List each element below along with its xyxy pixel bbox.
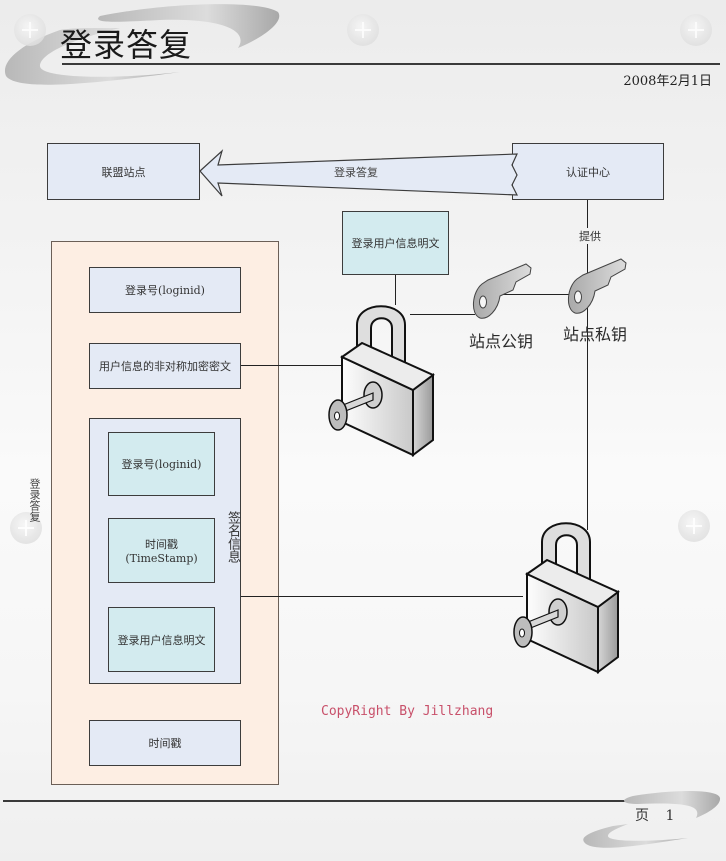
private-key-icon xyxy=(568,258,627,314)
decorative-plus-icon xyxy=(14,14,46,46)
plaintext-label: 登录用户信息明文 xyxy=(351,237,440,250)
connector-line xyxy=(503,294,581,296)
footer-rule xyxy=(3,800,683,802)
arrow-label: 登录答复 xyxy=(334,166,378,179)
signature-plaintext-label: 登录用户信息明文 xyxy=(117,633,206,647)
login-id-box: 登录号(loginid) xyxy=(89,267,241,313)
public-key-icon xyxy=(473,263,532,319)
timestamp-box: 时间戳 xyxy=(89,720,241,766)
page-title: 登录答复 xyxy=(60,26,193,64)
auth-center-box: 认证中心 xyxy=(512,143,664,200)
signature-timestamp-box: 时间戳(TimeStamp) xyxy=(108,518,215,583)
auth-center-label: 认证中心 xyxy=(566,165,610,179)
encrypted-info-box: 用户信息的非对称加密密文 xyxy=(89,343,241,389)
connector-line xyxy=(241,365,341,367)
container-side-label: 登录答复 xyxy=(28,478,41,522)
login-id-label: 登录号(loginid) xyxy=(125,284,205,297)
private-key-label: 站点私钥 xyxy=(563,325,628,344)
date-label: 2008年2月1日 xyxy=(623,74,712,89)
padlock-bottom-icon xyxy=(513,522,620,674)
page-number: 页 1 xyxy=(635,808,681,824)
decorative-plus-icon xyxy=(347,14,379,46)
header-rule xyxy=(62,63,720,65)
decorative-plus-icon xyxy=(10,512,42,544)
connector-line xyxy=(395,275,397,305)
header-swoosh-decoration xyxy=(4,4,280,85)
footer-swoosh-decoration xyxy=(583,791,721,848)
timestamp-label: 时间戳 xyxy=(148,737,182,750)
signature-timestamp-label: 时间戳(TimeStamp) xyxy=(125,538,198,565)
signature-side-label: 签名信息 xyxy=(225,511,240,563)
connector-line xyxy=(587,200,589,530)
decorative-plus-icon xyxy=(678,510,710,542)
copyright-text: CopyRight By Jillzhang xyxy=(321,704,494,719)
signature-login-id-label: 登录号(loginid) xyxy=(121,458,202,471)
connector-line xyxy=(410,314,475,316)
connector-line xyxy=(241,596,523,598)
plaintext-box: 登录用户信息明文 xyxy=(342,211,449,275)
alliance-site-label: 联盟站点 xyxy=(101,165,146,179)
signature-plaintext-box: 登录用户信息明文 xyxy=(108,607,215,672)
alliance-site-box: 联盟站点 xyxy=(47,143,200,200)
encrypted-info-label: 用户信息的非对称加密密文 xyxy=(99,360,231,373)
public-key-label: 站点公钥 xyxy=(469,332,534,351)
provide-label: 提供 xyxy=(577,228,603,244)
signature-login-id-box: 登录号(loginid) xyxy=(108,432,215,496)
padlock-top-icon xyxy=(328,305,435,457)
login-reply-arrow xyxy=(199,149,518,197)
decorative-plus-icon xyxy=(680,14,712,46)
